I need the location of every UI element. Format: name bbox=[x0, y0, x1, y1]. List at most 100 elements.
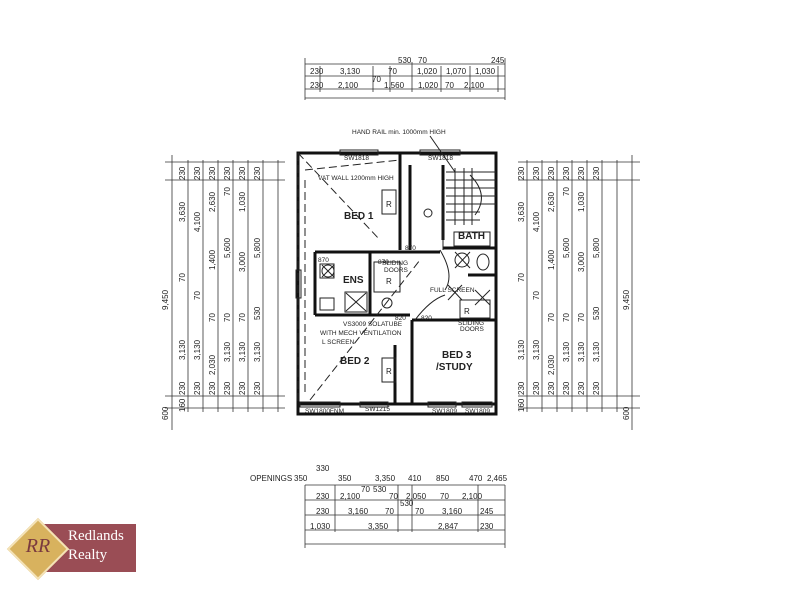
left-dim-a4: 3,130 bbox=[178, 339, 187, 360]
left-dim-c1: 230 bbox=[208, 166, 217, 180]
bottom-dim-e5: 3,160 bbox=[442, 507, 463, 516]
right-dim-c1: 230 bbox=[547, 166, 556, 180]
left-dim-c3: 1,400 bbox=[208, 249, 217, 270]
logo-line2: Realty bbox=[68, 547, 108, 563]
top-dim-12: 2,100 bbox=[338, 81, 359, 90]
top-dim-1: 230 bbox=[310, 67, 324, 76]
bottom-dim-c5: 70 bbox=[440, 492, 449, 501]
left-dim-f2: 5,800 bbox=[253, 237, 262, 258]
right-dim-b3: 70 bbox=[532, 291, 541, 300]
room-bed3: BED 3 bbox=[442, 350, 472, 361]
note-fullscreen: FULL SCREEN bbox=[430, 287, 475, 294]
door-820-b: 820 bbox=[421, 315, 432, 322]
right-dim-a3: 70 bbox=[517, 273, 526, 282]
room-study: /STUDY bbox=[436, 362, 473, 373]
bottom-dim-e3: 70 bbox=[385, 507, 394, 516]
top-dimensions: 230 3,130 530 70 70 1,020 1,070 1,030 24… bbox=[304, 56, 506, 100]
bottom-dim-a7: 470 bbox=[469, 474, 483, 483]
right-dim-total: 9,450 bbox=[622, 289, 631, 310]
right-dim-f2: 5,800 bbox=[592, 237, 601, 258]
bottom-dim-a6: 850 bbox=[436, 474, 450, 483]
top-dim-10: 70 bbox=[372, 75, 381, 84]
bottom-dim-c3: 70 bbox=[389, 492, 398, 501]
left-dim-f3: 530 bbox=[253, 306, 262, 320]
left-dim-total: 9,450 bbox=[161, 289, 170, 310]
top-dim-11: 230 bbox=[310, 81, 324, 90]
bottom-dim-a2: 330 bbox=[316, 464, 330, 473]
bottom-dim-a4: 3,350 bbox=[375, 474, 396, 483]
right-dim-a1: 230 bbox=[517, 166, 526, 180]
right-dim-f5: 230 bbox=[592, 381, 601, 395]
bottom-dim-e6: 245 bbox=[480, 507, 494, 516]
note-lscreen: L SCREEN bbox=[322, 339, 355, 346]
handrail-leader bbox=[429, 135, 456, 173]
bottom-dim-e1: 230 bbox=[316, 507, 330, 516]
right-dim-e4: 70 bbox=[577, 313, 586, 322]
right-dim-e2: 1,030 bbox=[577, 191, 586, 212]
note-robe-2: R bbox=[386, 277, 392, 286]
bottom-dim-c4: 2,050 bbox=[406, 492, 427, 501]
left-dim-f1: 230 bbox=[253, 166, 262, 180]
room-ens: ENS bbox=[343, 275, 364, 286]
left-dim-e4: 70 bbox=[238, 313, 247, 322]
left-dim-d6: 230 bbox=[223, 381, 232, 395]
window-sw1818-b: SW1818 bbox=[428, 155, 453, 162]
room-bed1: BED 1 bbox=[344, 211, 374, 222]
bottom-dim-f4: 230 bbox=[480, 522, 494, 531]
staircase bbox=[446, 168, 496, 225]
note-handrail: HAND RAIL min. 1000mm HIGH bbox=[352, 129, 446, 136]
left-dim-a5: 230 bbox=[178, 381, 187, 395]
left-dim-a3: 70 bbox=[178, 273, 187, 282]
note-wall: VAT WALL 1200mm HIGH bbox=[318, 175, 394, 182]
bottom-dim-e2: 3,160 bbox=[348, 507, 369, 516]
right-dimensions: 230 3,630 70 3,130 230 160 230 4,100 70 … bbox=[517, 155, 640, 430]
left-dim-b4: 3,130 bbox=[193, 339, 202, 360]
left-dim-d1: 230 bbox=[223, 166, 232, 180]
right-dim-d3: 5,600 bbox=[562, 237, 571, 258]
right-dim-d1: 230 bbox=[562, 166, 571, 180]
right-dim-d4: 70 bbox=[562, 313, 571, 322]
right-dim-b1: 230 bbox=[532, 166, 541, 180]
right-dim-e3: 3,000 bbox=[577, 251, 586, 272]
left-dim-d3: 5,600 bbox=[223, 237, 232, 258]
right-dim-a5: 230 bbox=[517, 381, 526, 395]
bottom-dim-a3: 350 bbox=[338, 474, 352, 483]
top-dim-5: 70 bbox=[388, 67, 397, 76]
left-dim-c2: 2,630 bbox=[208, 191, 217, 212]
note-sliding-3: SLIDING bbox=[458, 320, 484, 327]
note-sliding-4: DOORS bbox=[460, 326, 485, 333]
bath-fixtures bbox=[321, 208, 491, 312]
note-solatube: VS3009 SOLATUBE bbox=[343, 321, 403, 328]
window-sw1215: SW1215 bbox=[365, 406, 390, 413]
left-dim-f5: 230 bbox=[253, 381, 262, 395]
window-sw1818-a: SW1818 bbox=[344, 155, 369, 162]
left-dim-b2: 4,100 bbox=[193, 211, 202, 232]
window-sw1809-a: SW1809 bbox=[432, 408, 457, 415]
left-dim-b1: 230 bbox=[193, 166, 202, 180]
left-dim-e3: 3,000 bbox=[238, 251, 247, 272]
door-820-a: 820 bbox=[395, 315, 406, 322]
right-dim-b2: 4,100 bbox=[532, 211, 541, 232]
left-dim-a6: 160 bbox=[178, 398, 187, 412]
bottom-dim-d1: 530 bbox=[400, 499, 414, 508]
note-ventilation: WITH MECH VENTILATION bbox=[320, 330, 402, 337]
bottom-dim-b2: 530 bbox=[373, 485, 387, 494]
door-870-c: 870 bbox=[318, 257, 329, 264]
left-dim-c5: 2,030 bbox=[208, 354, 217, 375]
right-dim-c3: 1,400 bbox=[547, 249, 556, 270]
bottom-dim-f1: 1,030 bbox=[310, 522, 331, 531]
room-bed2: BED 2 bbox=[340, 356, 370, 367]
left-dim-e1: 230 bbox=[238, 166, 247, 180]
left-dim-c6: 230 bbox=[208, 381, 217, 395]
right-dim-c5: 2,030 bbox=[547, 354, 556, 375]
bottom-dim-e4: 70 bbox=[415, 507, 424, 516]
left-dim-e6: 230 bbox=[238, 381, 247, 395]
note-robe-1: R bbox=[386, 200, 392, 209]
top-dim-8: 1,030 bbox=[475, 67, 496, 76]
right-dim-c6: 230 bbox=[547, 381, 556, 395]
top-dim-2: 3,130 bbox=[340, 67, 361, 76]
note-sliding-2: DOORS bbox=[384, 267, 409, 274]
bottom-dimensions: OPENINGS 330 350 350 3,350 410 850 470 2… bbox=[250, 464, 508, 548]
top-dim-15: 70 bbox=[445, 81, 454, 90]
